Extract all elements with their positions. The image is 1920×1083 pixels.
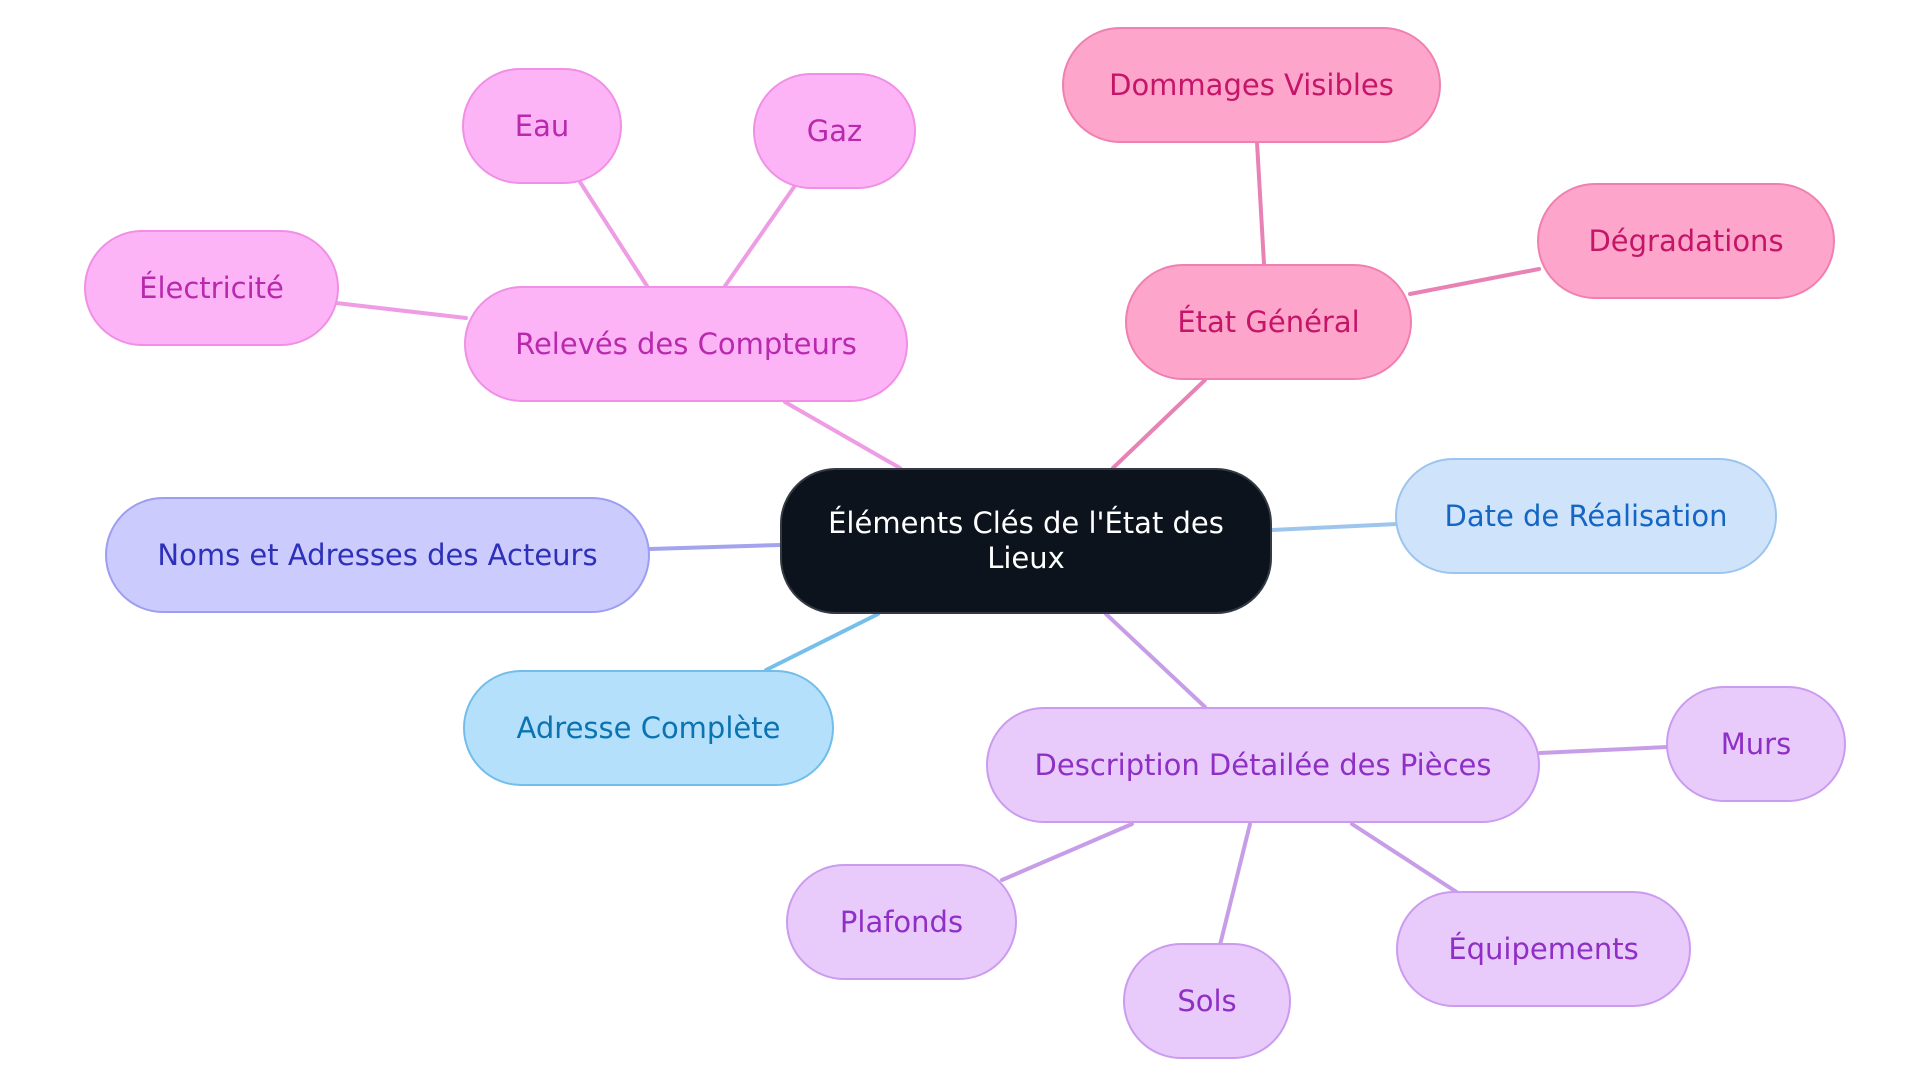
node-electricity: Électricité: [84, 230, 339, 346]
edge-root-general-state: [1111, 378, 1207, 470]
root-node: Éléments Clés de l'État des Lieux: [780, 468, 1272, 614]
edge-general-state-degradations: [1408, 267, 1541, 296]
node-floors: Sols: [1123, 943, 1291, 1059]
node-degradations: Dégradations: [1537, 183, 1835, 299]
node-visible-damages: Dommages Visibles: [1062, 27, 1441, 143]
node-address: Adresse Complète: [463, 670, 834, 786]
edge-meters-electricity: [334, 301, 468, 320]
edge-meters-water: [578, 180, 649, 288]
edge-root-date: [1270, 522, 1399, 532]
node-ceilings: Plafonds: [786, 864, 1017, 980]
node-general-state: État Général: [1125, 264, 1412, 380]
edge-general-state-damages: [1255, 140, 1266, 266]
node-gas: Gaz: [753, 73, 916, 189]
node-rooms: Description Détailée des Pièces: [986, 707, 1540, 823]
node-actors: Noms et Adresses des Acteurs: [105, 497, 650, 613]
edge-root-address: [764, 612, 880, 672]
node-meters: Relevés des Compteurs: [464, 286, 908, 402]
edge-rooms-walls: [1538, 745, 1670, 755]
node-water: Eau: [462, 68, 622, 184]
edge-root-rooms: [1104, 612, 1207, 709]
node-date: Date de Réalisation: [1395, 458, 1777, 574]
edge-root-actors: [648, 543, 782, 551]
node-walls: Murs: [1666, 686, 1846, 802]
edge-meters-gas: [723, 185, 796, 288]
edge-rooms-ceilings: [1000, 822, 1134, 882]
edge-root-meters: [783, 400, 902, 470]
edge-rooms-equipment: [1350, 822, 1460, 895]
node-equipment: Équipements: [1396, 891, 1691, 1007]
edge-rooms-floors: [1218, 822, 1252, 947]
